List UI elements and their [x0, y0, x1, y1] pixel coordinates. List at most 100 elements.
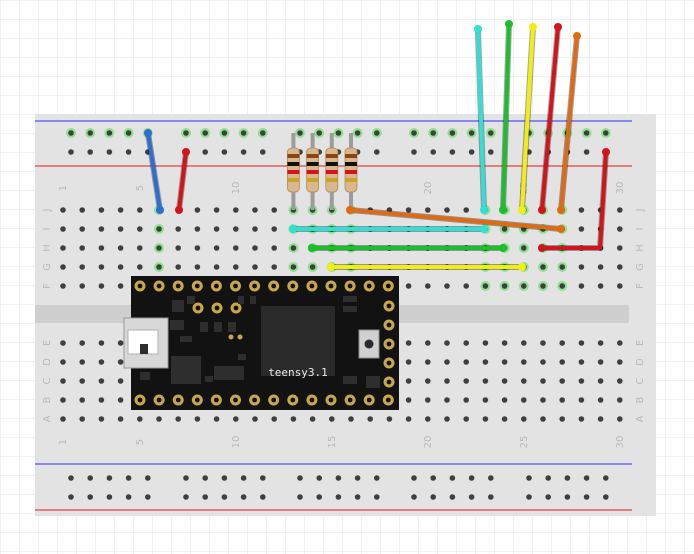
- terminal-hole: [60, 245, 66, 251]
- teensy-pin-hole: [214, 397, 219, 403]
- rail-hole: [221, 494, 228, 500]
- terminal-hole: [213, 264, 220, 270]
- teensy-pin-hole: [175, 397, 181, 403]
- terminal-hole: [271, 245, 278, 251]
- teensy-pin-hole: [386, 341, 392, 347]
- terminal-hole: [617, 416, 623, 422]
- terminal-hole: [213, 226, 220, 232]
- rail-hole: [202, 149, 208, 155]
- terminal-hole: [521, 359, 527, 365]
- row-letter: A: [635, 415, 646, 422]
- wire-end: [480, 225, 488, 233]
- green-wire-horizontal[interactable]: [308, 244, 507, 252]
- yellow-wire-vertical[interactable]: [518, 23, 537, 214]
- rail-hole: [87, 149, 93, 155]
- teensy-pin-hole: [233, 283, 238, 289]
- teensy-component: [200, 322, 208, 332]
- wires[interactable]: [144, 20, 610, 271]
- terminal-hole: [597, 264, 604, 270]
- column-number-top: 1: [58, 185, 69, 191]
- column-number-bottom: 25: [519, 436, 530, 449]
- resistor-band: [287, 154, 300, 158]
- teensy-component: [140, 344, 148, 354]
- terminal-hole: [463, 340, 470, 346]
- orange-wire-diagonal[interactable]: [346, 206, 565, 233]
- green-wire-vertical[interactable]: [499, 20, 513, 214]
- yellow-wire-horizontal[interactable]: [327, 263, 526, 271]
- terminal-hole: [98, 378, 105, 384]
- terminal-hole: [559, 359, 565, 365]
- teensy-component: [172, 300, 184, 312]
- resistor-1[interactable]: [286, 133, 300, 210]
- column-number-bottom: 1: [58, 439, 69, 445]
- terminal-hole: [597, 340, 604, 346]
- terminal-hole: [252, 264, 258, 270]
- rail-hole: [545, 475, 551, 481]
- rail-hole: [526, 149, 532, 155]
- wire-core: [540, 25, 560, 212]
- rail-hole: [411, 130, 417, 136]
- rail-hole: [221, 475, 228, 481]
- cyan-wire-horizontal[interactable]: [289, 225, 488, 233]
- terminal-hole: [597, 416, 604, 422]
- terminal-hole: [60, 207, 66, 213]
- terminal-hole: [117, 340, 124, 346]
- rail-hole: [316, 494, 323, 500]
- resistor-3[interactable]: [325, 133, 339, 210]
- teensy-pin-hole: [195, 305, 201, 311]
- terminal-hole: [117, 416, 124, 422]
- terminal-hole: [233, 416, 239, 422]
- terminal-hole: [578, 340, 585, 346]
- terminal-hole: [597, 397, 604, 403]
- wire-end: [557, 206, 565, 214]
- terminal-hole: [597, 378, 604, 384]
- rail-hole: [68, 149, 74, 155]
- column-number-top: 20: [423, 182, 434, 195]
- terminal-hole: [137, 207, 143, 213]
- cyan-wire-vertical[interactable]: [474, 25, 488, 214]
- terminal-hole: [559, 340, 565, 346]
- rail-hole: [430, 130, 437, 136]
- terminal-hole: [137, 264, 143, 270]
- red-wire-vertical[interactable]: [538, 23, 562, 214]
- row-letter: I: [635, 228, 646, 231]
- wire-end: [573, 32, 581, 40]
- red-wire-left[interactable]: [175, 148, 190, 214]
- terminal-hole: [194, 207, 201, 213]
- orange-wire-vertical[interactable]: [557, 32, 581, 214]
- terminal-hole: [405, 283, 412, 289]
- teensy-pin-hole: [271, 283, 277, 289]
- terminal-hole: [578, 226, 585, 232]
- blue-wire[interactable]: [144, 129, 164, 214]
- terminal-hole: [213, 245, 220, 251]
- teensy-pin-hole: [194, 397, 200, 403]
- rail-hole: [240, 149, 247, 155]
- resistor-2[interactable]: [306, 133, 320, 210]
- rail-hole: [488, 149, 494, 155]
- wire-end: [346, 206, 354, 214]
- rail-hole: [411, 475, 417, 481]
- terminal-hole: [79, 207, 85, 213]
- resistor-band: [345, 162, 357, 166]
- red-wire-right[interactable]: [538, 148, 610, 252]
- rail-hole: [374, 130, 380, 136]
- teensy-pin-hole: [366, 397, 372, 403]
- teensy-pin-hole: [309, 283, 315, 289]
- teensy-pin-hole: [137, 397, 143, 403]
- rail-hole: [145, 494, 151, 500]
- terminal-hole: [425, 359, 431, 365]
- teensy-component: [343, 296, 357, 302]
- terminal-hole: [578, 416, 585, 422]
- terminal-hole: [482, 340, 489, 346]
- terminal-hole: [386, 207, 393, 213]
- resistor-4[interactable]: [344, 133, 358, 210]
- terminal-hole: [425, 397, 431, 403]
- terminal-hole: [79, 283, 85, 289]
- rail-hole: [106, 149, 113, 155]
- terminal-hole: [578, 397, 585, 403]
- rail-hole: [316, 475, 323, 481]
- row-letter: E: [42, 340, 53, 346]
- teensy-pin-hole: [156, 283, 162, 289]
- teensy-board[interactable]: teensy3.1: [123, 276, 399, 410]
- resistor-array[interactable]: [286, 133, 358, 210]
